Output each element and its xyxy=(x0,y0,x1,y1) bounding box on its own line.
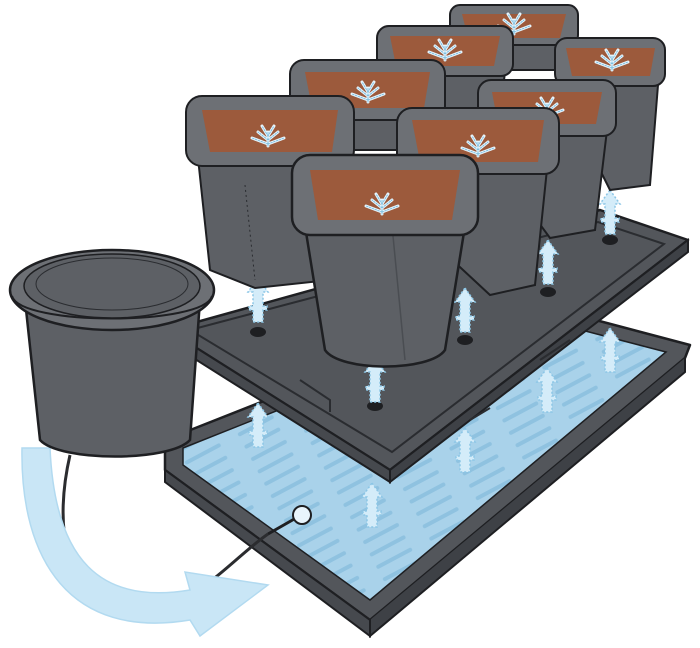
bucket-icon xyxy=(8,248,216,458)
float-valve-icon xyxy=(267,505,312,536)
curved-arrow-icon xyxy=(21,447,270,638)
pot-front xyxy=(290,153,480,368)
